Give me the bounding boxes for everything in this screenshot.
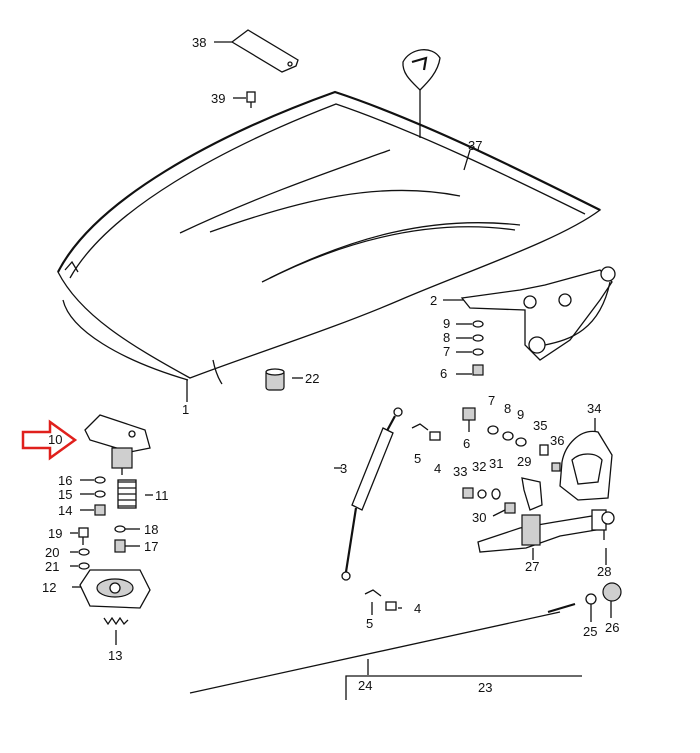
callout-37: 37 — [468, 138, 482, 153]
callout-16: 16 — [58, 473, 72, 488]
callout-12: 12 — [42, 580, 56, 595]
callout-36: 36 — [550, 433, 564, 448]
callout-31: 31 — [489, 456, 503, 471]
callout-29: 29 — [517, 454, 531, 469]
hinge-bracket-2 — [460, 266, 616, 361]
callout-39: 39 — [211, 91, 225, 106]
callout-6a: 6 — [440, 366, 447, 381]
callout-2: 2 — [430, 293, 437, 308]
latch-small-parts — [80, 476, 137, 516]
release-hardware-lower — [462, 477, 543, 517]
callout-5a: 5 — [414, 451, 421, 466]
callout-23: 23 — [478, 680, 492, 695]
callout-20: 20 — [45, 545, 59, 560]
callout-7b: 7 — [488, 393, 495, 408]
callout-3: 3 — [340, 461, 347, 476]
callout-25: 25 — [583, 624, 597, 639]
callout-9a: 9 — [443, 316, 450, 331]
callout-32: 32 — [472, 459, 486, 474]
release-handle-27 — [477, 509, 615, 553]
callout-4a: 4 — [434, 461, 441, 476]
callout-8a: 8 — [443, 330, 450, 345]
callout-5b: 5 — [366, 616, 373, 631]
callout-13: 13 — [108, 648, 122, 663]
callout-14: 14 — [58, 503, 72, 518]
rubber-buffer-22 — [265, 368, 285, 391]
callout-4b: 4 — [414, 601, 421, 616]
hood-lid — [57, 90, 602, 385]
callout-18: 18 — [144, 522, 158, 537]
callout-24: 24 — [358, 678, 372, 693]
callout-28: 28 — [597, 564, 611, 579]
latch-fasteners — [70, 525, 140, 570]
hinge-hardware — [456, 320, 484, 376]
gas-strut-3 — [341, 407, 403, 581]
spring-13 — [103, 616, 129, 626]
callout-6b: 6 — [463, 436, 470, 451]
callout-15: 15 — [58, 487, 72, 502]
cover-plate-38 — [230, 29, 299, 73]
cable-end-25-26 — [547, 582, 622, 614]
pins-4-5 — [364, 423, 441, 611]
callout-34: 34 — [587, 401, 601, 416]
callout-19: 19 — [48, 526, 62, 541]
callout-30: 30 — [472, 510, 486, 525]
callout-17: 17 — [144, 539, 158, 554]
latch-base-12 — [79, 569, 151, 609]
callout-33: 33 — [453, 464, 467, 479]
hood-latch-10 — [84, 414, 151, 475]
highlight-arrow — [21, 419, 78, 461]
callout-11: 11 — [155, 488, 169, 503]
callout-38: 38 — [192, 35, 206, 50]
release-hardware-upper — [462, 407, 527, 447]
leader-lines — [72, 41, 612, 700]
screw-39 — [246, 91, 256, 108]
callout-1: 1 — [182, 402, 189, 417]
callout-22: 22 — [305, 371, 319, 386]
callout-7a: 7 — [443, 344, 450, 359]
callout-27: 27 — [525, 559, 539, 574]
callout-8b: 8 — [504, 401, 511, 416]
callout-10: 10 — [48, 432, 62, 447]
callout-35: 35 — [533, 418, 547, 433]
release-housing-34 — [539, 430, 613, 501]
callout-21: 21 — [45, 559, 59, 574]
callout-26: 26 — [605, 620, 619, 635]
callout-labels: 38 39 37 2 9 8 7 6 22 1 10 16 15 14 11 1… — [42, 35, 619, 695]
porsche-crest-badge — [402, 49, 441, 138]
callout-9b: 9 — [517, 407, 524, 422]
